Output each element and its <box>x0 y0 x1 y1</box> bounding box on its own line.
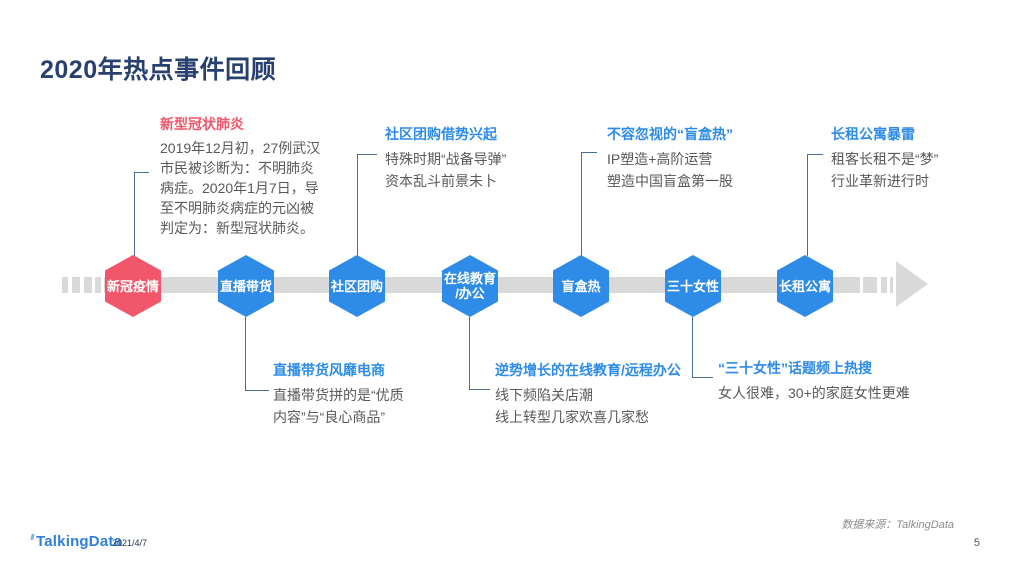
timeline-node-long-term-rental: 长租公寓 <box>777 255 833 317</box>
annotation-title: 逆势增长的在线教育/远程办公 <box>495 362 681 378</box>
annotation-line: 市民被诊断为：不明肺炎 <box>160 160 314 176</box>
annotation-online-education: 逆势增长的在线教育/远程办公 线下频陷关店潮 线上转型几家欢喜几家愁 <box>495 361 681 428</box>
timeline-lead-dash <box>84 277 92 293</box>
node-label: /办公 <box>455 286 485 301</box>
page-title: 2020年热点事件回顾 <box>40 56 277 84</box>
logo-tick-icon <box>30 534 35 540</box>
annotation-line: IP塑造+高阶运营 <box>607 151 713 167</box>
annotation-livestream: 直播带货风靡电商 直播带货拼的是“优质 内容”与“良心商品” <box>273 361 404 428</box>
timeline-trail-dash <box>863 277 877 293</box>
annotation-line: 女人很难，30+的家庭女性更难 <box>718 385 910 401</box>
timeline-node-community-group-buying: 社区团购 <box>329 255 385 317</box>
node-label: 社区团购 <box>330 278 383 294</box>
node-label: 三十女性 <box>666 278 719 294</box>
talkingdata-logo: TalkingData <box>30 533 123 550</box>
connector-livestream <box>245 317 269 391</box>
annotation-line: 行业革新进行时 <box>831 173 929 189</box>
annotation-blind-box: 不容忽视的“盲盒热” IP塑造+高阶运营 塑造中国盲盒第一股 <box>607 125 733 192</box>
annotation-line: 租客长租不是“梦” <box>831 151 939 167</box>
connector-blind-box <box>581 152 597 256</box>
annotation-title: 长租公寓暴雷 <box>831 126 915 142</box>
annotation-line: 资本乱斗前景未卜 <box>385 173 497 189</box>
node-label: 盲盒热 <box>561 278 601 294</box>
connector-online-education <box>469 317 490 390</box>
annotation-line: 内容”与“良心商品” <box>273 409 385 425</box>
timeline-arrow-icon <box>896 261 928 307</box>
timeline-node-livestream: 直播带货 <box>218 255 274 317</box>
annotation-covid: 新型冠状肺炎 2019年12月初，27例武汉 市民被诊断为：不明肺炎 病症。20… <box>160 115 320 238</box>
timeline-node-thirty-women: 三十女性 <box>665 255 721 317</box>
connector-covid <box>134 172 149 256</box>
annotation-line: 线下频陷关店潮 <box>495 387 593 403</box>
connector-long-term-rental <box>807 154 823 256</box>
node-label: 长租公寓 <box>778 278 831 294</box>
annotation-line: 2019年12月初，27例武汉 <box>160 140 321 156</box>
annotation-line: 特殊时期“战备导弹” <box>385 151 507 167</box>
annotation-community-group-buying: 社区团购借势兴起 特殊时期“战备导弹” 资本乱斗前景未卜 <box>385 125 506 192</box>
timeline-trail-dash <box>890 277 893 293</box>
annotation-line: 塑造中国盲盒第一股 <box>607 173 733 189</box>
connector-community-group-buying <box>357 154 377 256</box>
annotation-title: 不容忽视的“盲盒热” <box>607 126 733 142</box>
annotation-line: 直播带货拼的是“优质 <box>273 387 404 403</box>
annotation-title: 直播带货风靡电商 <box>273 362 385 378</box>
node-label: 新冠疫情 <box>106 278 159 294</box>
timeline-lead-dash <box>72 277 80 293</box>
timeline-node-blind-box: 盲盒热 <box>553 255 609 317</box>
logo-text: TalkingData <box>36 533 123 550</box>
annotation-title: “三十女性”话题频上热搜 <box>718 360 872 376</box>
annotation-line: 判定为：新型冠状肺炎。 <box>160 220 314 236</box>
annotation-title: 社区团购借势兴起 <box>385 126 497 142</box>
annotation-long-term-rental: 长租公寓暴雷 租客长租不是“梦” 行业革新进行时 <box>831 125 938 192</box>
timeline-trail-dash <box>881 277 887 293</box>
node-label: 在线教育 <box>443 271 496 286</box>
annotation-line: 线上转型几家欢喜几家愁 <box>495 409 649 425</box>
annotation-line: 病症。2020年1月7日，导 <box>160 180 319 196</box>
annotation-thirty-women: “三十女性”话题频上热搜 女人很难，30+的家庭女性更难 <box>718 359 910 404</box>
timeline-node-online-education: 在线教育 /办公 <box>442 255 498 317</box>
timeline-lead-dash <box>62 277 68 293</box>
connector-thirty-women <box>692 317 713 378</box>
timeline-lead-dash <box>95 277 101 293</box>
footer-date: 2021/4/7 <box>112 538 148 548</box>
node-label: 直播带货 <box>219 278 272 294</box>
timeline-node-covid: 新冠疫情 <box>105 255 161 317</box>
annotation-line: 至不明肺炎病症的元凶被 <box>160 200 314 216</box>
data-source-note: 数据来源：TalkingData <box>841 519 954 531</box>
annotation-title: 新型冠状肺炎 <box>160 116 244 132</box>
page-number: 5 <box>973 537 980 549</box>
